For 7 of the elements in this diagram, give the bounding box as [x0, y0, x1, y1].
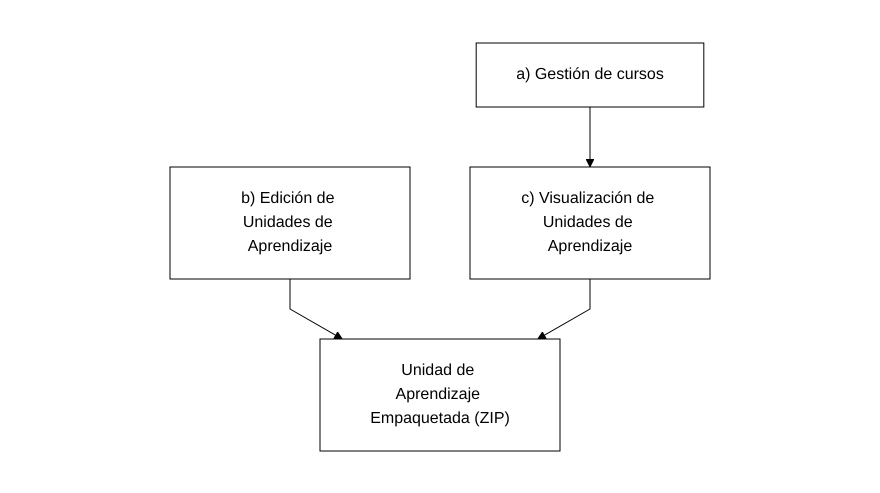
- arrow: [586, 106, 594, 167]
- node-box: Unidad de Aprendizaje Empaquetada (ZIP): [320, 338, 560, 451]
- node-box: a) Gestión de cursos: [476, 42, 704, 107]
- arrow: [290, 278, 343, 339]
- node-box: c) Visualización de Unidades de Aprendizaje: [470, 166, 710, 279]
- arrow: [537, 278, 590, 339]
- node-box: b) Edición de Unidades de Aprendizaje: [170, 166, 410, 279]
